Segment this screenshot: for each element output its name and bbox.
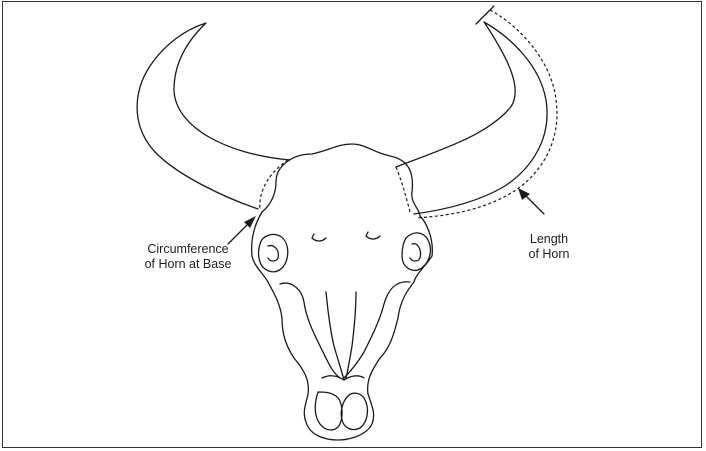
left-eye-inner xyxy=(268,246,278,261)
circumference-label-line1: Circumference xyxy=(134,242,242,257)
circumference-of-horn-at-base-label: Circumference of Horn at Base xyxy=(134,242,242,272)
left-eye-socket xyxy=(259,234,288,271)
length-label-line1: Length xyxy=(516,232,582,247)
length-of-horn-label: Length of Horn xyxy=(516,232,582,262)
right-brow-mark xyxy=(366,232,380,239)
skull-outline xyxy=(252,144,433,440)
circumference-label-line2: of Horn at Base xyxy=(134,257,242,272)
left-horn-base-circumference-line xyxy=(260,160,288,210)
horn-length-dashed-line xyxy=(416,10,557,218)
horn-tip-tick xyxy=(476,6,494,24)
snout-lower-left xyxy=(315,392,342,430)
left-brow-mark xyxy=(312,234,326,241)
snout-lower-right xyxy=(341,393,367,429)
right-horn-base-line xyxy=(396,167,410,212)
right-eye-inner xyxy=(410,244,421,261)
right-horn xyxy=(396,22,547,214)
length-arrow xyxy=(518,188,544,214)
length-label-line2: of Horn xyxy=(516,247,582,262)
